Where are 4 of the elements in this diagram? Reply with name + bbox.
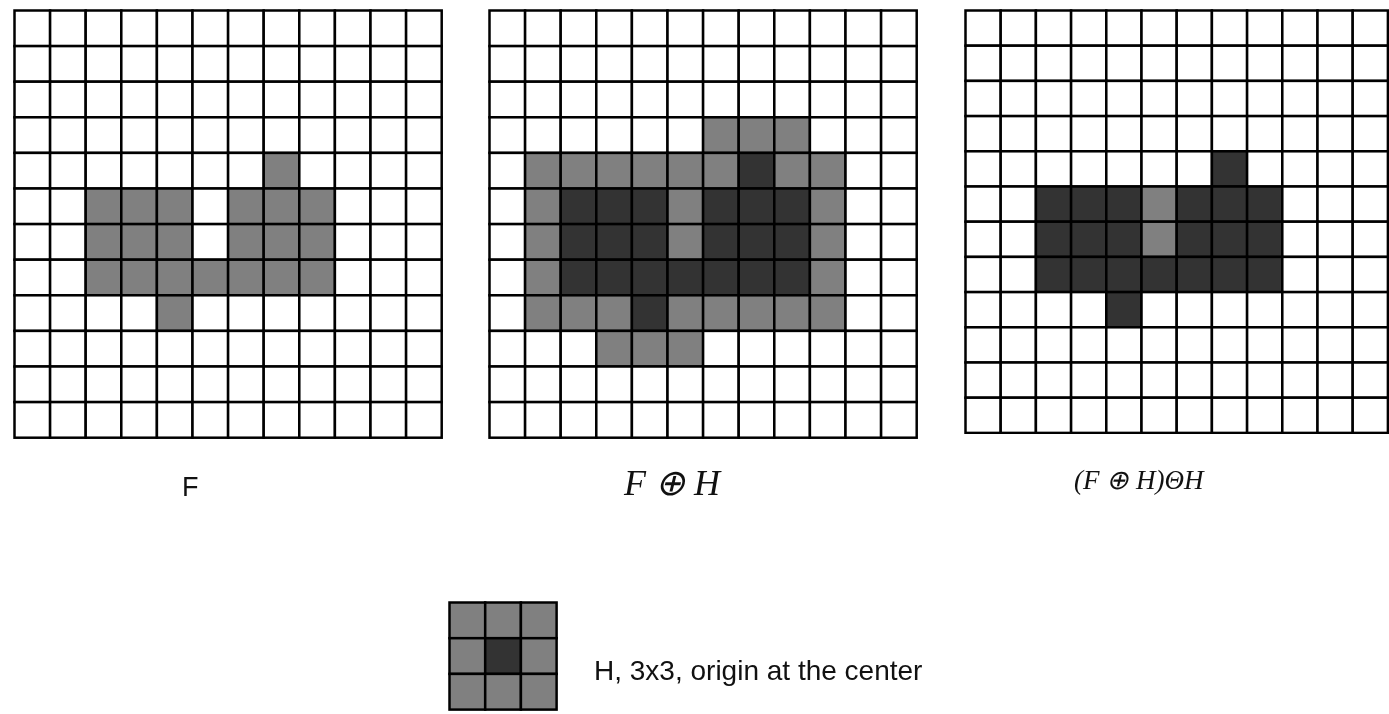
grid-caption: (F ⊕ H)ΘH xyxy=(1074,464,1204,496)
grid-caption: F ⊕ H xyxy=(624,462,720,504)
grid-caption: F xyxy=(182,472,199,503)
kernel-caption: H, 3x3, origin at the center xyxy=(594,655,923,687)
